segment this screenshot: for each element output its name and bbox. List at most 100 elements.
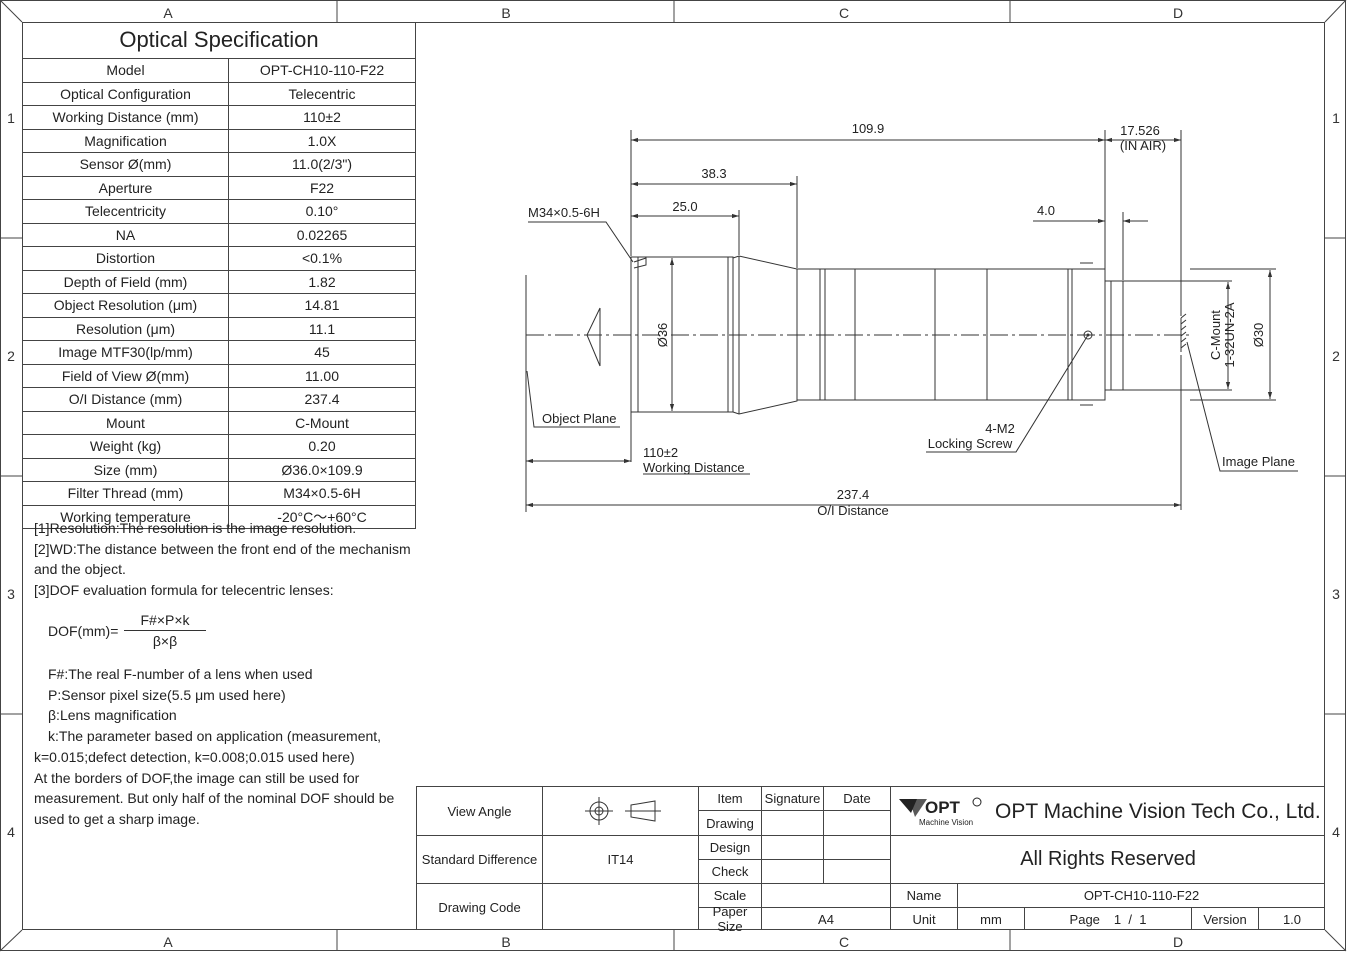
design-signature <box>761 835 823 859</box>
spec-key: Weight (kg) <box>22 434 229 459</box>
version-value: 1.0 <box>1258 907 1325 930</box>
note-line: [2]WD:The distance between the front end… <box>34 540 411 557</box>
note-tail: used to get a sharp image. <box>34 810 200 827</box>
company-name: OPT Machine Vision Tech Co., Ltd. <box>995 799 1321 823</box>
spec-value: 1.82 <box>228 269 416 294</box>
zone-col-c-bottom: C <box>838 934 850 950</box>
opt-logo: OPT Machine Vision <box>899 797 982 827</box>
spec-row: O/I Distance (mm)237.4 <box>22 387 416 412</box>
spec-value: 11.00 <box>228 363 416 388</box>
drawing-signature <box>761 810 823 835</box>
spec-key: Telecentricity <box>22 199 229 224</box>
dim-back-focus-note: (IN AIR) <box>1120 138 1166 153</box>
image-plane-label: Image Plane <box>1222 454 1295 469</box>
dia-rear-label: Ø30 <box>1251 323 1266 348</box>
spec-value: M34×0.5-6H <box>228 481 416 506</box>
zone-col-a: A <box>163 5 173 21</box>
notes-tail: k=0.015;defect detection, k=0.008;0.015 … <box>34 747 434 829</box>
zone-row-3-right: 3 <box>1332 586 1340 602</box>
check-signature <box>761 859 823 883</box>
object-plane-label: Object Plane <box>542 411 616 426</box>
filter-thread-label: M34×0.5-6H <box>528 205 600 220</box>
spec-key: Filter Thread (mm) <box>22 481 229 506</box>
item-label: Item <box>698 786 761 810</box>
spec-row: Weight (kg)0.20 <box>22 434 416 459</box>
spec-row: Sensor Ø(mm)11.0(2/3") <box>22 152 416 177</box>
spec-key: Depth of Field (mm) <box>22 269 229 294</box>
spec-value: 14.81 <box>228 293 416 318</box>
spec-value: 0.02265 <box>228 222 416 247</box>
spec-key: Image MTF30(lp/mm) <box>22 340 229 365</box>
date-label: Date <box>823 786 890 810</box>
mount-thread-label: 1-32UN-2A <box>1222 302 1237 367</box>
spec-row: Image MTF30(lp/mm)45 <box>22 340 416 365</box>
spec-row: Size (mm)Ø36.0×109.9 <box>22 457 416 482</box>
name-label: Name <box>890 883 957 907</box>
formula-lhs: DOF(mm)= <box>48 623 119 639</box>
paper-size-label: Paper Size <box>698 904 761 934</box>
standard-difference-label: Standard Difference <box>416 835 542 883</box>
zone-row-2-right: 2 <box>1332 348 1340 364</box>
title-block: View Angle Standard Difference IT14 Draw… <box>416 786 1325 934</box>
oi-label: O/I Distance <box>817 503 889 518</box>
rights-reserved: All Rights Reserved <box>890 835 1325 883</box>
spec-key: Working temperature <box>22 504 229 529</box>
spec-value: OPT-CH10-110-F22 <box>228 58 416 83</box>
standard-difference-value: IT14 <box>542 835 698 883</box>
company-row: OPT Machine Vision OPT Machine Vision Te… <box>890 786 1325 835</box>
check-date <box>823 859 890 883</box>
spec-key: Optical Configuration <box>22 81 229 106</box>
check-label: Check <box>698 859 761 883</box>
spec-value: -20°C～+60°C <box>228 504 416 529</box>
spec-row: Resolution (μm)11.1 <box>22 316 416 341</box>
dof-formula: DOF(mm)= F#×P×k β×β <box>48 612 218 652</box>
spec-row: Distortion<0.1% <box>22 246 416 271</box>
spec-key: Magnification <box>22 128 229 153</box>
spec-key: Distortion <box>22 246 229 271</box>
page-label: Page <box>1069 911 1100 927</box>
formula-numerator: F#×P×k <box>124 612 206 631</box>
spec-value: C-Mount <box>228 410 416 435</box>
spec-key: O/I Distance (mm) <box>22 387 229 412</box>
paper-size-value: A4 <box>761 907 890 930</box>
view-angle-symbol <box>542 786 698 835</box>
break-symbol <box>586 307 601 367</box>
spec-value: 0.10° <box>228 199 416 224</box>
zone-col-d: D <box>1172 5 1184 21</box>
spec-value: 11.1 <box>228 316 416 341</box>
spec-title: Optical Specification <box>22 22 416 59</box>
oi-value: 237.4 <box>837 487 870 502</box>
spec-key: Size (mm) <box>22 457 229 482</box>
spec-value: Ø36.0×109.9 <box>228 457 416 482</box>
zone-col-b: B <box>501 5 511 21</box>
spec-key: Model <box>22 58 229 83</box>
formula-denominator: β×β <box>152 633 178 649</box>
spec-key: Sensor Ø(mm) <box>22 152 229 177</box>
zone-row-4: 4 <box>7 824 15 840</box>
scale-value <box>761 883 890 907</box>
spec-key: Mount <box>22 410 229 435</box>
design-date <box>823 835 890 859</box>
design-label: Design <box>698 835 761 859</box>
spec-value: <0.1% <box>228 246 416 271</box>
spec-key: Resolution (μm) <box>22 316 229 341</box>
zone-row-1-right: 1 <box>1332 110 1340 126</box>
unit-label: Unit <box>890 907 957 930</box>
version-label: Version <box>1191 907 1258 930</box>
spec-key: Working Distance (mm) <box>22 105 229 130</box>
note-tail: k=0.015;defect detection, k=0.008;0.015 … <box>34 749 355 765</box>
zone-col-c: C <box>838 5 850 21</box>
spec-row: Working Distance (mm)110±2 <box>22 105 416 130</box>
spec-value: 237.4 <box>228 387 416 412</box>
spec-row: Object Resolution (μm)14.81 <box>22 293 416 318</box>
notes-defs: F#:The real F-number of a lens when used… <box>48 664 448 746</box>
logo-subtext: Machine Vision <box>919 818 973 827</box>
spec-row: Depth of Field (mm)1.82 <box>22 269 416 294</box>
dim-back-focus: 17.526 <box>1120 123 1160 138</box>
projection-symbol-icon <box>584 797 661 825</box>
